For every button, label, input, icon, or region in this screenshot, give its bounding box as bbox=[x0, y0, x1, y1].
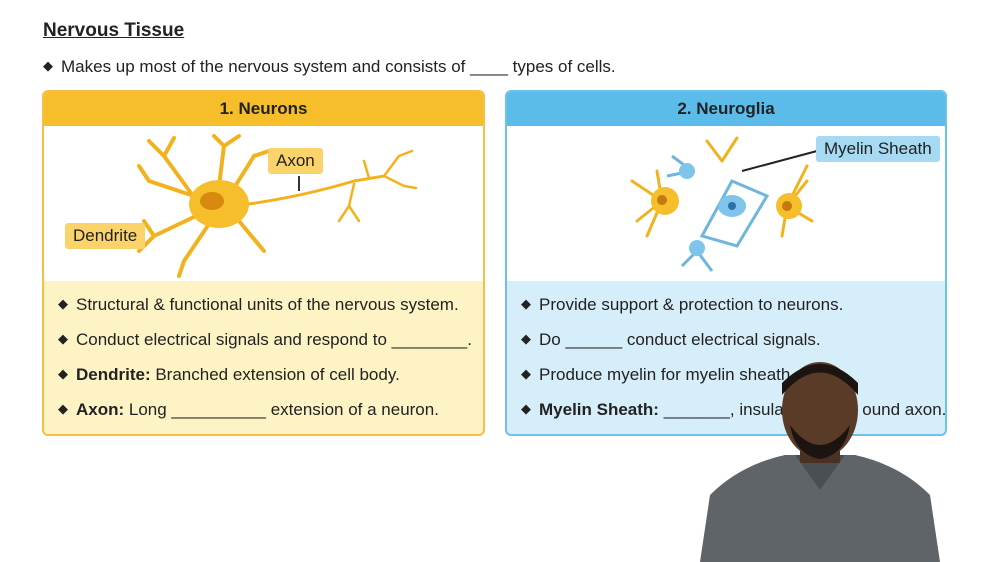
axon-label: Axon bbox=[268, 148, 323, 174]
list-item: ◆Produce myelin for myelin sheath bbox=[521, 365, 791, 384]
list-item: ◆Provide support & protection to neurons… bbox=[521, 295, 844, 314]
intro-line: ◆ Makes up most of the nervous system and… bbox=[43, 57, 616, 77]
list-item: ◆Axon: Long __________ extension of a ne… bbox=[58, 400, 439, 419]
neurons-panel: 1. Neurons Axon Dendrite ◆Structura bbox=[42, 90, 485, 436]
bullet-diamond-icon: ◆ bbox=[58, 296, 68, 311]
presenter-video bbox=[700, 362, 940, 562]
intro-text: Makes up most of the nervous system and … bbox=[61, 57, 616, 76]
bullet-diamond-icon: ◆ bbox=[521, 366, 531, 381]
bullet-diamond-icon: ◆ bbox=[58, 366, 68, 381]
list-item: ◆Structural & functional units of the ne… bbox=[58, 295, 459, 314]
bullet-diamond-icon: ◆ bbox=[521, 296, 531, 311]
list-item: ◆Dendrite: Branched extension of cell bo… bbox=[58, 365, 400, 384]
bullet-diamond-icon: ◆ bbox=[521, 401, 531, 416]
list-item: ◆Conduct electrical signals and respond … bbox=[58, 330, 472, 349]
bullet-diamond-icon: ◆ bbox=[58, 331, 68, 346]
neuroglia-illustration: Myelin Sheath bbox=[507, 126, 945, 281]
neuron-icon bbox=[137, 134, 418, 278]
bullet-diamond-icon: ◆ bbox=[521, 331, 531, 346]
bullet-diamond-icon: ◆ bbox=[43, 58, 53, 73]
dendrite-label: Dendrite bbox=[65, 223, 146, 249]
page-title: Nervous Tissue bbox=[43, 20, 185, 41]
neurons-header: 1. Neurons bbox=[44, 92, 483, 126]
neuroglia-icon bbox=[630, 136, 818, 272]
list-item: ◆Do ______ conduct electrical signals. bbox=[521, 330, 821, 349]
neuroglia-header: 2. Neuroglia bbox=[507, 92, 945, 126]
neuron-illustration: Axon Dendrite bbox=[44, 126, 483, 281]
bullet-diamond-icon: ◆ bbox=[58, 401, 68, 416]
neuroglia-bullets: ◆Provide support & protection to neurons… bbox=[507, 281, 945, 427]
neurons-bullets: ◆Structural & functional units of the ne… bbox=[44, 281, 483, 427]
myelin-sheath-label: Myelin Sheath bbox=[816, 136, 940, 162]
neuroglia-panel: 2. Neuroglia Myelin Sheath ◆ bbox=[505, 90, 947, 436]
